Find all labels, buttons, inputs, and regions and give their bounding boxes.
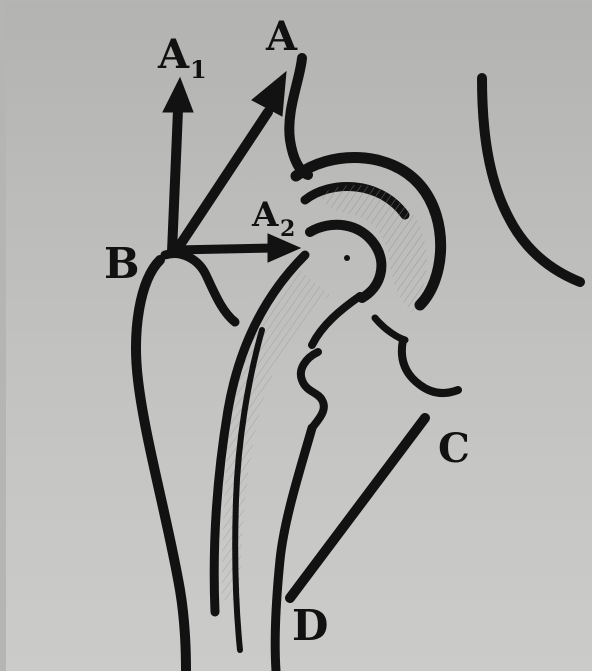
label-a1: A xyxy=(157,31,190,78)
ilium-contour xyxy=(482,78,580,282)
label-d: D xyxy=(292,601,328,650)
arrow-a-head xyxy=(252,72,286,116)
label-a1-subscript: 1 xyxy=(190,55,207,84)
arrow-a1 xyxy=(172,110,178,252)
label-a: A xyxy=(265,13,298,60)
arrow-a1-head xyxy=(163,78,193,112)
label-c: C xyxy=(438,425,470,472)
label-a2: A xyxy=(251,195,279,235)
label-b: B xyxy=(104,239,140,288)
label-a2-subscript: 2 xyxy=(280,216,295,242)
femoral-head xyxy=(310,225,381,298)
arrow-a2 xyxy=(175,248,275,250)
